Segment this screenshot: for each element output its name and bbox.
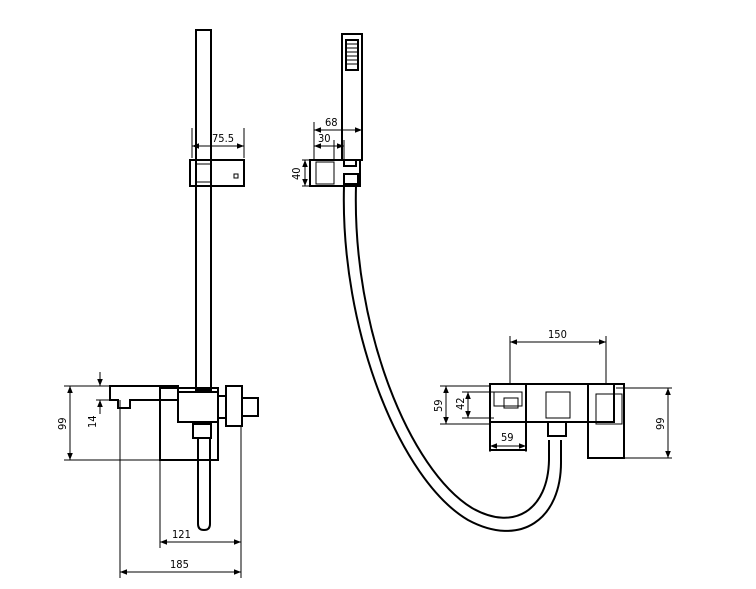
dim-center-distance: 150 <box>548 328 567 341</box>
hose-nut <box>192 423 212 439</box>
dim-projection-inner: 121 <box>172 528 191 541</box>
hose-conn-top <box>343 173 359 185</box>
holder-side <box>309 159 361 187</box>
riser-rail <box>195 29 212 391</box>
mixer-block <box>177 391 219 423</box>
mixer-front-body <box>489 383 615 423</box>
holder-clamp <box>195 163 212 183</box>
holder-side-cup <box>315 161 335 185</box>
dim-handshower-offset: 30 <box>318 132 331 145</box>
dim-riser-width: 75.5 <box>212 132 234 145</box>
wall-nut <box>241 397 259 417</box>
dim-outlet-width: 59 <box>501 431 514 444</box>
wall-connector <box>217 395 227 419</box>
dim-projection-outer: 185 <box>170 558 189 571</box>
outlet-block <box>489 383 527 451</box>
handle-lever <box>595 393 623 425</box>
outlet-nozzle <box>503 397 519 409</box>
dim-spout-thickness: 14 <box>86 415 99 428</box>
dim-handshower-depth: 68 <box>325 116 338 129</box>
dim-body-height: 59 <box>432 399 445 412</box>
shower-head-face <box>345 39 359 71</box>
center-window <box>545 391 571 419</box>
mixer-body <box>159 387 219 461</box>
right-front-view: 68 30 40 150 59 42 <box>290 33 672 532</box>
holder-screw <box>233 173 239 179</box>
dim-outlet-height: 42 <box>454 397 467 410</box>
dim-spout-height-left: 99 <box>56 417 69 430</box>
wall-flange <box>225 385 243 427</box>
shower-head-nozzles <box>346 43 358 65</box>
dim-spout-height-right: 99 <box>654 417 667 430</box>
shower-hose-outer <box>342 185 563 532</box>
shower-hose-inner <box>354 185 550 519</box>
shower-holder <box>189 159 245 187</box>
hose-down <box>197 438 211 532</box>
dim-holder-height: 40 <box>290 167 303 180</box>
outlet-insert <box>493 391 523 407</box>
hose-conn-bottom <box>547 421 567 437</box>
left-side-view: 75.5 99 14 121 185 <box>56 29 259 578</box>
